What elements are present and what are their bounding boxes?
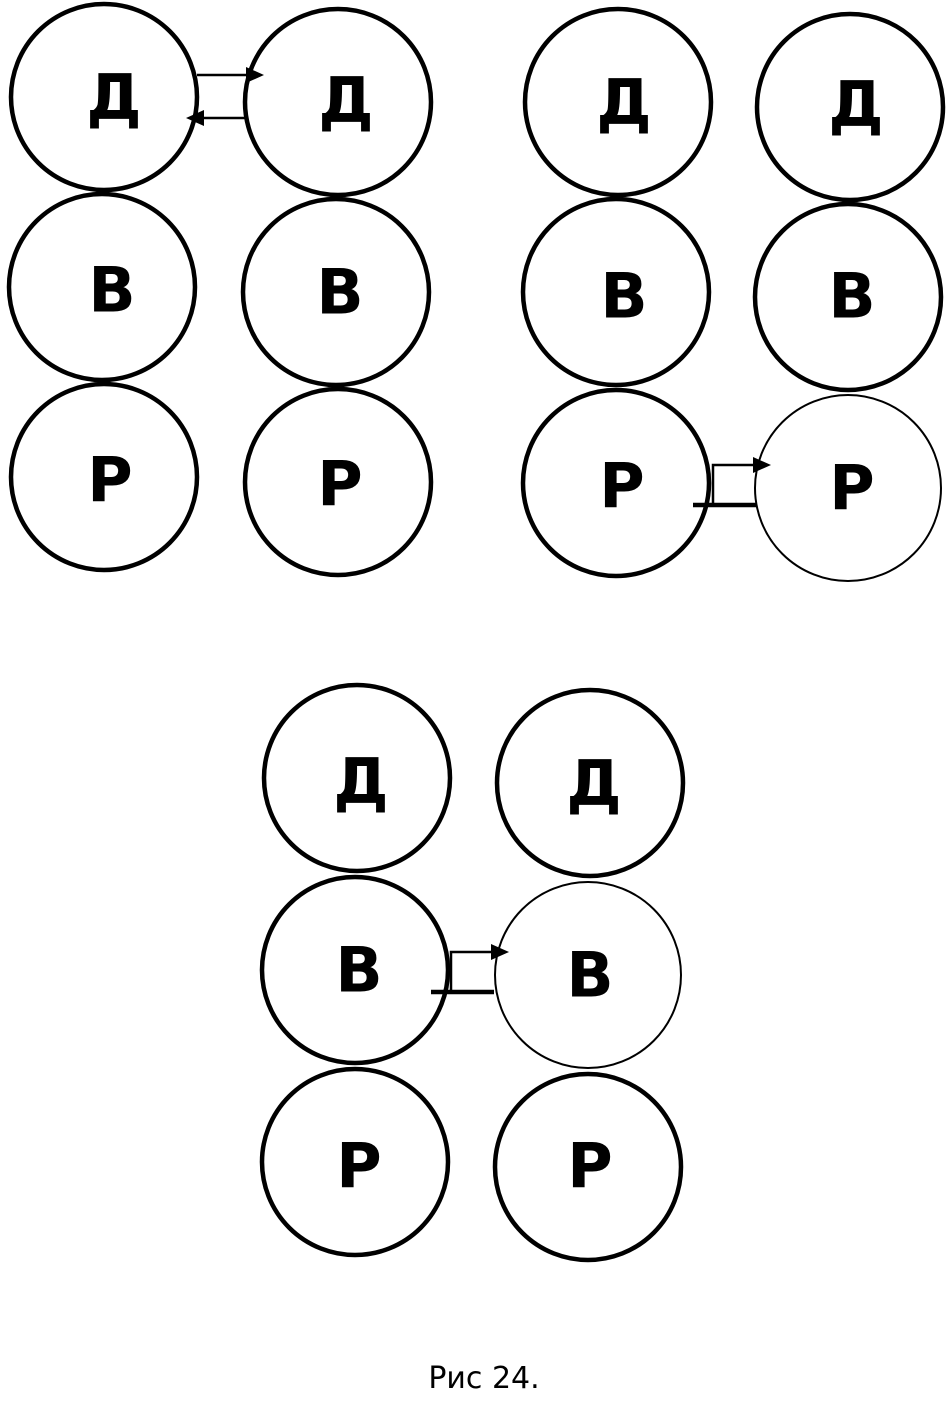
circle-right-r xyxy=(242,386,434,578)
label-right-d: Д xyxy=(566,747,621,820)
circle-left-d xyxy=(522,6,714,198)
circle-right-d xyxy=(754,11,946,203)
circle-right-v xyxy=(494,881,682,1069)
label-right-v: В xyxy=(828,260,875,333)
circle-right-d xyxy=(242,6,434,198)
label-right-r: Р xyxy=(317,448,362,521)
connection-arrow-line xyxy=(449,950,502,992)
label-left-d: Д xyxy=(596,66,651,139)
label-left-d: Д xyxy=(86,61,141,134)
circle-left-d xyxy=(8,1,200,193)
circle-left-v xyxy=(259,874,451,1066)
connection-arrow-head xyxy=(753,457,771,473)
circle-right-v xyxy=(752,201,944,393)
connection-v-left-to-right xyxy=(431,944,509,995)
label-right-r: Р xyxy=(567,1130,612,1203)
arrow-left-head xyxy=(186,110,204,126)
connection-arrow-line xyxy=(711,463,764,505)
label-left-v: В xyxy=(88,254,135,327)
label-left-r: Р xyxy=(87,444,132,517)
circle-left-v xyxy=(6,191,198,383)
diagram-top-right: Д Д В В Р Р xyxy=(520,6,946,582)
circle-left-r xyxy=(520,387,712,579)
circle-left-d xyxy=(261,682,453,874)
label-left-r: Р xyxy=(599,450,644,523)
connection-d-bidirectional xyxy=(186,67,264,126)
circle-right-d xyxy=(494,687,686,879)
label-right-d: Д xyxy=(318,64,373,137)
connection-arrow-head xyxy=(491,944,509,960)
label-right-r: Р xyxy=(829,452,874,525)
circle-right-v xyxy=(240,196,432,388)
circle-left-v xyxy=(520,196,712,388)
label-right-v: В xyxy=(566,939,613,1012)
arrow-right-head xyxy=(246,67,264,83)
circle-left-r xyxy=(8,381,200,573)
label-right-v: В xyxy=(316,256,363,329)
label-left-r: Р xyxy=(336,1130,381,1203)
label-left-v: В xyxy=(335,934,382,1007)
label-left-v: В xyxy=(600,260,647,333)
label-right-d: Д xyxy=(828,68,883,141)
diagram-bottom: Д Д В В Р Р xyxy=(259,682,686,1263)
circle-right-r xyxy=(754,394,942,582)
diagram-top-left: Д Д В В Р Р xyxy=(6,1,434,578)
circle-right-r xyxy=(492,1071,684,1263)
circle-left-r xyxy=(259,1066,451,1258)
connection-r-left-to-right xyxy=(693,457,771,508)
figure-caption: Рис 24. xyxy=(428,1361,539,1396)
label-left-d: Д xyxy=(333,745,388,818)
